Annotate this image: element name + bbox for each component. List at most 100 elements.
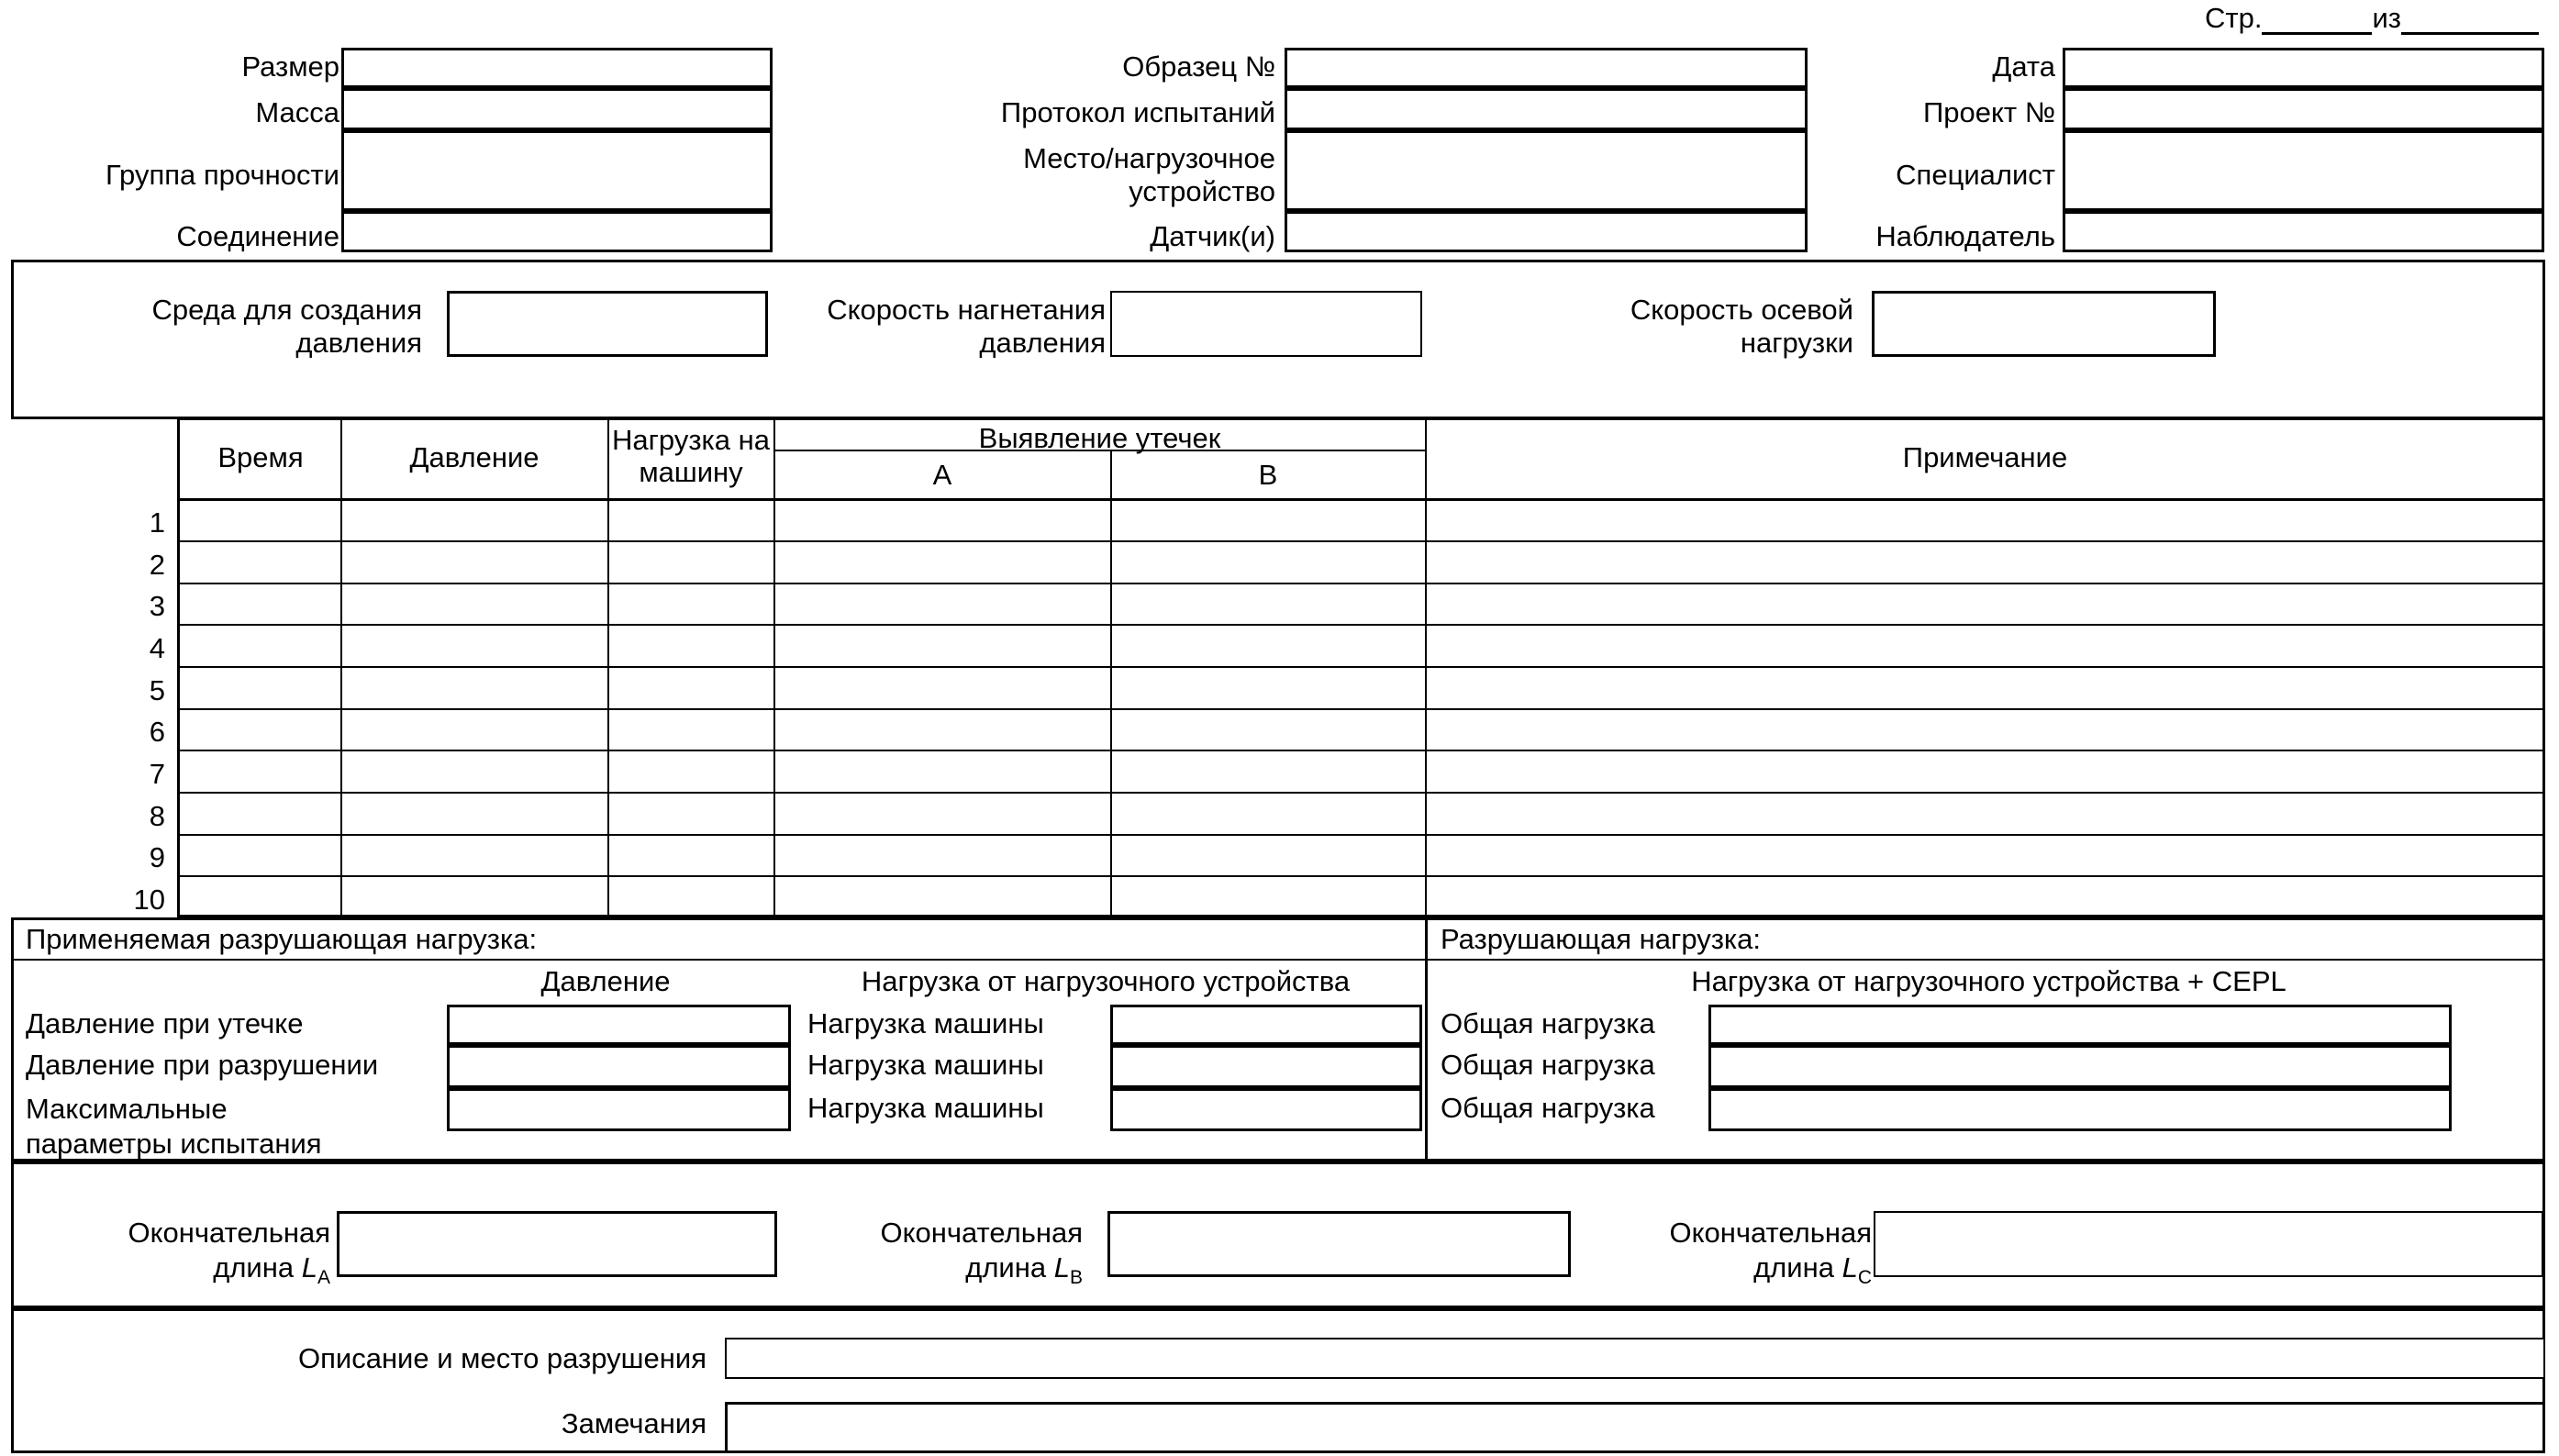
label-total-load-2: Общая нагрузка [1441, 1049, 1655, 1081]
header-pressure: Давление [409, 441, 540, 473]
input-project-no[interactable] [2063, 88, 2544, 130]
label-sensors: Датчик(и) [1150, 220, 1275, 252]
breaking-load-split-divider [1425, 917, 1428, 1161]
page-label: Стр. [2205, 2, 2263, 34]
leak-detection-divider [773, 450, 1425, 451]
input-observer[interactable] [2063, 211, 2544, 252]
label-max-test-params: Максимальные параметры испытания [26, 1093, 322, 1160]
label-size: Размер [241, 50, 339, 83]
label-pressure-medium: Среда для создания давления [151, 294, 422, 359]
input-leak-pressure[interactable] [447, 1005, 791, 1045]
label-pressurization-rate: Скорость нагнетания давления [827, 294, 1106, 359]
header-time: Время [217, 441, 304, 473]
final-length-b-subscript: B [1069, 1267, 1083, 1289]
input-strength-group[interactable] [341, 130, 773, 211]
label-failure-description: Описание и место разрушения [297, 1342, 707, 1374]
row-number: 5 [149, 674, 165, 706]
final-length-b-symbol: L [1053, 1251, 1070, 1284]
row-divider-4 [177, 666, 2545, 668]
breaking-load-col-device-load-cepl: Нагрузка от нагрузочного устройства + CE… [1691, 965, 2286, 997]
final-length-c-subscript: C [1857, 1267, 1872, 1289]
header-leak-detection: Выявление утечек [978, 422, 1221, 454]
label-sample-no: Образец № [1122, 50, 1275, 83]
input-sample-no[interactable] [1285, 48, 1808, 88]
row-number: 1 [149, 506, 165, 539]
row-divider-8 [177, 834, 2545, 836]
input-axial-load-rate[interactable] [1872, 291, 2216, 357]
label-place-loading-device: Место/нагрузочное устройство [1023, 142, 1275, 207]
label-leak-pressure: Давление при утечке [26, 1007, 304, 1039]
input-burst-pressure[interactable] [447, 1045, 791, 1088]
of-label: из [2372, 2, 2401, 34]
input-connection[interactable] [341, 211, 773, 252]
label-final-length-a: Окончательная длина LA [37, 1216, 330, 1295]
row-divider-3 [177, 624, 2545, 626]
row-number: 7 [149, 758, 165, 790]
label-machine-load-1: Нагрузка машины [807, 1007, 1044, 1039]
final-length-a-subscript: A [317, 1267, 330, 1289]
input-machine-load-1[interactable] [1110, 1005, 1422, 1045]
input-sensors[interactable] [1285, 211, 1808, 252]
label-project-no: Проект № [1923, 96, 2055, 128]
page-number-blank[interactable] [2262, 5, 2373, 35]
page-total-blank[interactable] [2401, 5, 2539, 35]
row-number: 6 [149, 716, 165, 748]
page-number-line: Стр. из [2205, 2, 2539, 35]
header-machine-load: Нагрузка на машину [612, 424, 770, 488]
input-mass[interactable] [341, 88, 773, 130]
header-leak-b: B [1258, 459, 1278, 491]
header-leak-a: A [932, 459, 952, 491]
label-date: Дата [1992, 50, 2055, 83]
input-final-length-a[interactable] [337, 1211, 777, 1277]
input-total-load-3[interactable] [1708, 1088, 2452, 1131]
input-pressure-medium[interactable] [447, 291, 768, 357]
input-remarks[interactable] [725, 1402, 2545, 1453]
input-total-load-1[interactable] [1708, 1005, 2452, 1045]
row-number: 10 [133, 884, 165, 916]
label-observer: Наблюдатель [1875, 220, 2055, 252]
breaking-load-title-divider [11, 959, 2545, 961]
label-test-protocol: Протокол испытаний [1000, 96, 1275, 128]
final-length-a-symbol: L [301, 1251, 317, 1284]
input-test-protocol[interactable] [1285, 88, 1808, 130]
label-strength-group: Группа прочности [106, 159, 339, 191]
input-total-load-2[interactable] [1708, 1045, 2452, 1088]
breaking-load-left-title: Применяемая разрушающая нагрузка: [26, 923, 538, 955]
row-number: 9 [149, 841, 165, 873]
row-divider-7 [177, 792, 2545, 794]
label-machine-load-3: Нагрузка машины [807, 1092, 1044, 1124]
row-number: 4 [149, 632, 165, 664]
input-size[interactable] [341, 48, 773, 88]
input-date[interactable] [2063, 48, 2544, 88]
row-number: 2 [149, 549, 165, 581]
row-divider-1 [177, 540, 2545, 542]
label-final-length-c: Окончательная длина LC [1569, 1216, 1872, 1295]
final-length-b-text: Окончательная длина [880, 1217, 1083, 1284]
input-final-length-c[interactable] [1874, 1211, 2543, 1277]
label-burst-pressure: Давление при разрушении [26, 1049, 379, 1081]
breaking-load-right-title: Разрушающая нагрузка: [1441, 923, 1762, 955]
input-place-loading-device[interactable] [1285, 130, 1808, 211]
breaking-load-col-pressure: Давление [540, 965, 671, 997]
label-total-load-3: Общая нагрузка [1441, 1092, 1655, 1124]
label-remarks: Замечания [561, 1407, 707, 1439]
input-pressurization-rate[interactable] [1110, 291, 1422, 357]
input-final-length-b[interactable] [1107, 1211, 1571, 1277]
row-divider-2 [177, 583, 2545, 584]
row-divider-6 [177, 750, 2545, 751]
row-divider-9 [177, 875, 2545, 877]
input-max-test-params[interactable] [447, 1088, 791, 1131]
row-number: 8 [149, 800, 165, 832]
row-number: 3 [149, 590, 165, 622]
input-machine-load-2[interactable] [1110, 1045, 1422, 1088]
input-machine-load-3[interactable] [1110, 1088, 1422, 1131]
header-note: Примечание [1902, 441, 2068, 473]
breaking-load-col-device-load: Нагрузка от нагрузочного устройства [861, 965, 1351, 997]
final-length-c-symbol: L [1841, 1251, 1858, 1284]
final-length-c-text: Окончательная длина [1669, 1217, 1872, 1284]
readings-header-divider [177, 498, 2545, 501]
input-failure-description[interactable] [725, 1338, 2545, 1379]
col-divider-leak-a-b [1110, 450, 1112, 917]
input-specialist[interactable] [2063, 130, 2544, 211]
